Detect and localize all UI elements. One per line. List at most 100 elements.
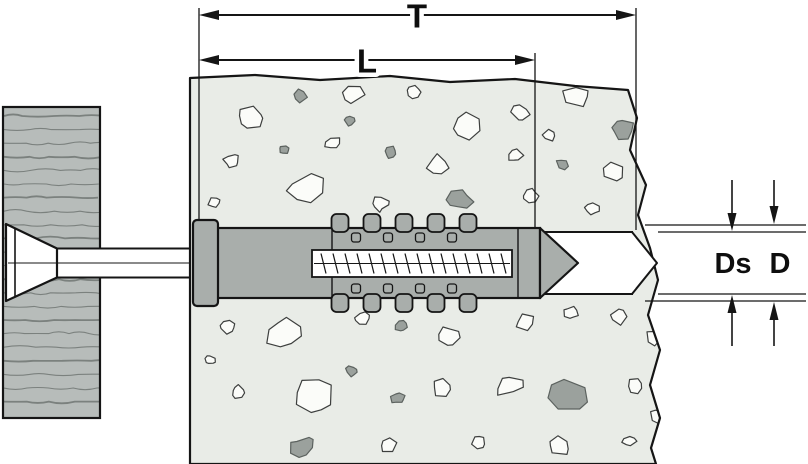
expansion-knob xyxy=(426,293,446,313)
wall-plug xyxy=(191,213,580,313)
aggregate-stone xyxy=(642,187,660,206)
aggregate-stone xyxy=(238,105,264,129)
label-plug-length: L xyxy=(357,43,377,80)
anti-rotation-stud xyxy=(382,232,394,243)
aggregate-stone xyxy=(563,305,579,319)
aggregate-stone xyxy=(497,376,524,396)
aggregate-stone xyxy=(541,128,556,142)
aggregate-stone xyxy=(207,197,221,208)
aggregate-stone xyxy=(452,111,481,141)
expansion-knob xyxy=(362,213,382,233)
drill-hole-tip-outline xyxy=(631,231,658,295)
surface-studs xyxy=(350,232,458,294)
anti-rotation-stud xyxy=(350,283,362,294)
expansion-knob xyxy=(362,293,382,313)
aggregate-stone xyxy=(222,154,239,169)
aggregate-stone xyxy=(621,435,638,447)
wood-grain-line xyxy=(4,209,99,214)
arrowhead-T-left-icon xyxy=(199,10,219,20)
aggregate-stone xyxy=(345,365,358,378)
aggregate-stone xyxy=(602,161,624,182)
dimension-L: L xyxy=(199,38,536,227)
aggregate-stone xyxy=(381,437,398,453)
aggregate-stone xyxy=(204,355,216,364)
label-plug-diameter: D xyxy=(770,248,791,280)
wood-grain-line xyxy=(4,400,99,405)
aggregate-stone xyxy=(290,436,314,458)
wood-grain-line xyxy=(4,127,99,131)
concrete-outline xyxy=(188,73,662,464)
aggregate-stone xyxy=(389,392,406,404)
aggregate-stone xyxy=(510,104,531,121)
plug-tip xyxy=(538,226,580,300)
aggregate-stone xyxy=(433,377,451,397)
wood-grain-line xyxy=(4,195,99,199)
wood-grain-line xyxy=(4,305,99,309)
anti-rotation-stud xyxy=(414,232,426,243)
expansion-knob xyxy=(330,213,350,233)
wood-grain-line xyxy=(4,373,99,377)
anti-rotation-stud xyxy=(446,283,458,294)
wood-grain-line xyxy=(4,141,99,146)
wood-grain-line xyxy=(4,183,99,187)
aggregate-stone xyxy=(627,378,643,395)
aggregate-stone xyxy=(445,189,475,209)
wood-grain-line xyxy=(4,168,99,173)
aggregate-stone xyxy=(341,85,366,105)
aggregate-stone xyxy=(425,153,450,175)
wood-grain-line xyxy=(4,224,99,227)
aggregate-stone xyxy=(324,137,341,149)
arrowhead-D-down-icon xyxy=(769,206,779,224)
screw-head xyxy=(4,222,59,303)
arrowhead-Ds-down-icon xyxy=(727,213,737,231)
aggregate-stone xyxy=(343,115,356,127)
arrowhead-D-up-icon xyxy=(769,302,779,320)
wood-grain-line xyxy=(4,345,99,349)
expansion-knob xyxy=(394,213,414,233)
drill-hole-tip-fill xyxy=(632,232,657,294)
dimension-T: T xyxy=(198,0,637,230)
aggregate-stone xyxy=(354,311,370,325)
aggregate-stone xyxy=(547,378,589,410)
wood-grain-line xyxy=(4,291,99,296)
wood-grain-line xyxy=(4,113,99,118)
aggregate-stone xyxy=(555,159,570,171)
wood-grain-line xyxy=(4,331,99,336)
aggregate-stone xyxy=(438,326,461,346)
aggregate-stone xyxy=(384,145,397,159)
aggregate-stone xyxy=(549,435,569,455)
aggregate-stone xyxy=(219,319,236,335)
wood-grain-line xyxy=(4,386,99,391)
arrowhead-Ds-up-icon xyxy=(727,295,737,313)
wood-grain-line xyxy=(4,359,99,363)
aggregate-stone xyxy=(232,384,246,399)
expansion-knob xyxy=(330,293,350,313)
aggregate-stone xyxy=(295,379,332,414)
aggregate-stone xyxy=(372,196,390,213)
aggregate-stone xyxy=(406,84,422,100)
anti-rotation-stud xyxy=(446,232,458,243)
aggregate-stone xyxy=(279,145,290,154)
expansion-knob xyxy=(394,293,414,313)
screw xyxy=(4,222,200,303)
label-screw-diameter: Ds xyxy=(714,248,751,280)
aggregate-stone xyxy=(611,119,635,141)
expansion-knobs xyxy=(330,213,478,313)
aggregate-stone xyxy=(515,313,535,332)
expansion-knob xyxy=(458,293,478,313)
arrowhead-L-left-icon xyxy=(199,55,219,65)
aggregate-stone xyxy=(562,86,589,108)
plug-collar xyxy=(191,218,220,308)
arrowhead-L-right-icon xyxy=(515,55,535,65)
wood-grain-line xyxy=(4,155,99,160)
aggregate-stone xyxy=(266,316,302,348)
aggregate-stone xyxy=(508,148,525,161)
anti-rotation-stud xyxy=(350,232,362,243)
dimension-diameters: Ds D xyxy=(645,180,806,346)
expansion-knob xyxy=(458,213,478,233)
aggregate-stone xyxy=(583,202,600,216)
anti-rotation-stud xyxy=(382,283,394,294)
aggregate-stone xyxy=(293,88,308,104)
